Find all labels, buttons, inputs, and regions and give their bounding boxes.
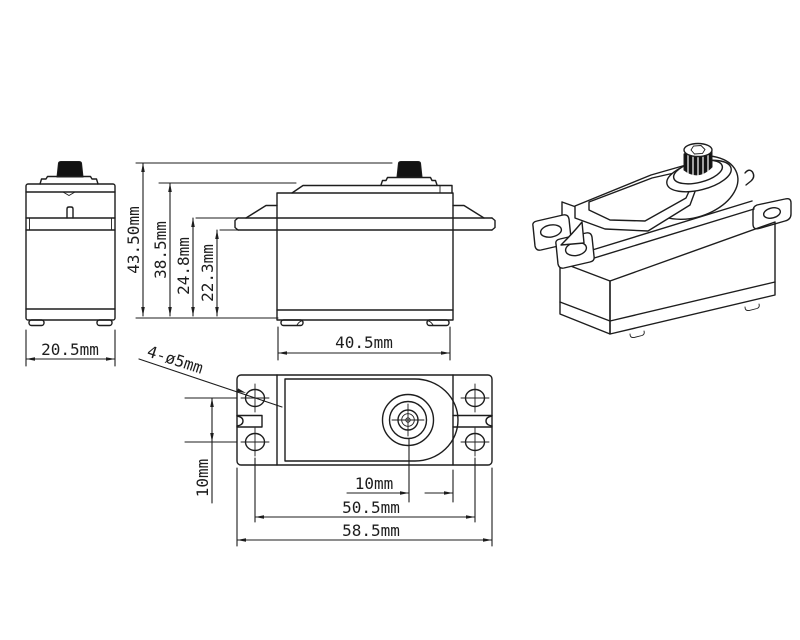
connector-tab <box>66 206 74 219</box>
foot <box>280 319 304 327</box>
dim-hole-pitch-vertical: 10mm <box>184 397 238 504</box>
iso-gear-housing <box>654 154 739 220</box>
top-cap-front <box>291 184 453 194</box>
flange-gusset <box>452 204 485 219</box>
dimension-annotations: 43.50mm 38.5mm 24.8mm 22.3mm 20.5mm <box>25 162 493 547</box>
dim-hole-span: 50.5mm <box>254 457 476 523</box>
iso-right-ear <box>752 197 792 230</box>
dim-flange-top: 24.8mm <box>174 217 239 317</box>
iso-front-face <box>609 221 776 335</box>
dim-label-flange-top: 24.8mm <box>174 237 193 295</box>
dim-label-body-height: 38.5mm <box>151 221 170 279</box>
servo-body-side <box>25 183 116 321</box>
foot <box>426 319 450 327</box>
dim-label-hole-span: 50.5mm <box>342 498 400 517</box>
mount-hole <box>240 427 270 457</box>
dim-label-overall-length: 58.5mm <box>342 521 400 540</box>
flange-gusset <box>245 204 278 219</box>
shaft-collar-front <box>380 176 438 186</box>
dim-label-flange-bottom: 22.3mm <box>198 244 217 302</box>
mounting-flange <box>237 217 493 231</box>
dim-flange-bottom: 22.3mm <box>198 229 239 317</box>
dim-body-width: 40.5mm <box>277 326 451 361</box>
iso-ear-hole <box>762 207 782 219</box>
dim-label-mount-holes: 4-ø5mm <box>145 342 206 378</box>
isometric-view <box>532 142 792 339</box>
iso-gusset-fin <box>560 221 585 246</box>
iso-left-face <box>559 261 611 335</box>
foot <box>96 319 113 327</box>
output-shaft-front <box>396 161 423 178</box>
top-view <box>236 374 493 466</box>
dim-label-body-depth: 20.5mm <box>41 340 99 359</box>
foot <box>28 319 45 327</box>
side-view <box>25 161 116 327</box>
dim-overall-length: 58.5mm <box>236 467 493 547</box>
servo-body-front <box>276 192 454 321</box>
dim-shaft-to-edge: 10mm <box>346 438 454 503</box>
flange-outline-top <box>236 374 493 466</box>
output-shaft-side <box>56 161 84 178</box>
dim-label-shaft-to-edge: 10mm <box>355 474 394 493</box>
dim-label-body-width: 40.5mm <box>335 333 393 352</box>
dim-body-depth: 20.5mm <box>25 329 116 367</box>
dim-body-height: 38.5mm <box>151 182 297 317</box>
iso-shaft-top <box>683 142 713 158</box>
front-view <box>234 161 496 327</box>
shaft-collar-side <box>39 175 99 185</box>
mount-hole <box>460 383 490 413</box>
dim-label-hole-pitch: 10mm <box>193 459 212 498</box>
dim-label-total-height: 43.50mm <box>124 206 143 273</box>
dim-total-height: 43.50mm <box>124 162 393 319</box>
iso-ear-hole <box>539 224 563 238</box>
hex-socket <box>690 145 706 155</box>
output-shaft-top <box>381 393 435 447</box>
top-cap-outline <box>284 378 459 462</box>
mount-hole <box>460 427 490 457</box>
